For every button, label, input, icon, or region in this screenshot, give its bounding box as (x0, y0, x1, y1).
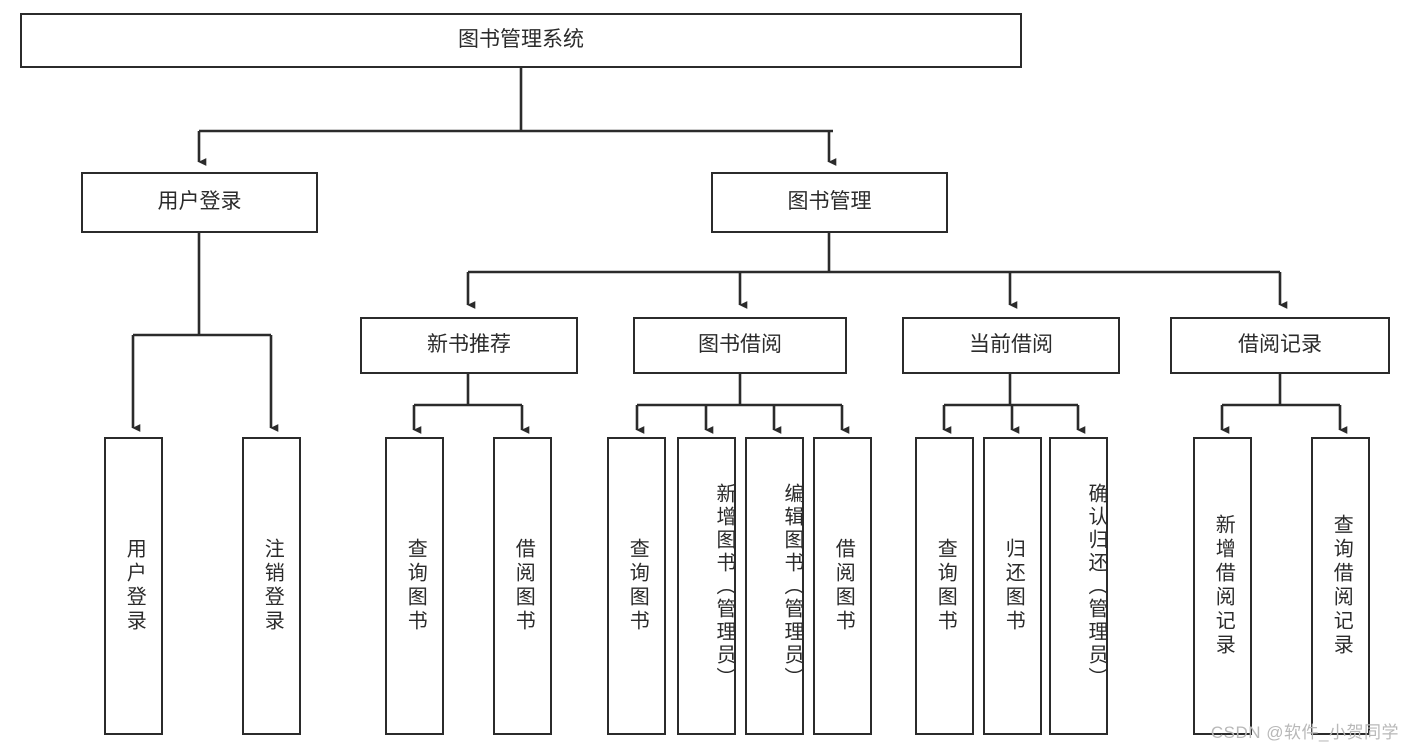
leaf-confirm-return-admin[interactable]: 确认归还（管理员） (1049, 437, 1108, 735)
leaf-query-book-recommend[interactable]: 查询图书 (385, 437, 444, 735)
leaf-borrow-book[interactable]: 借阅图书 (813, 437, 872, 735)
node-new-book-recommend[interactable]: 新书推荐 (360, 317, 578, 374)
node-book-management[interactable]: 图书管理 (711, 172, 948, 233)
leaf-query-borrow-record[interactable]: 查询借阅记录 (1311, 437, 1370, 735)
node-borrow-record[interactable]: 借阅记录 (1170, 317, 1390, 374)
node-current-borrow[interactable]: 当前借阅 (902, 317, 1120, 374)
leaf-add-book-admin[interactable]: 新增图书（管理员） (677, 437, 736, 735)
leaf-query-book-borrow[interactable]: 查询图书 (607, 437, 666, 735)
node-user-login[interactable]: 用户登录 (81, 172, 318, 233)
node-book-borrow[interactable]: 图书借阅 (633, 317, 847, 374)
leaf-add-borrow-record[interactable]: 新增借阅记录 (1193, 437, 1252, 735)
leaf-user-login[interactable]: 用户登录 (104, 437, 163, 735)
leaf-logout[interactable]: 注销登录 (242, 437, 301, 735)
leaf-return-book[interactable]: 归还图书 (983, 437, 1042, 735)
node-root-system[interactable]: 图书管理系统 (20, 13, 1022, 68)
leaf-borrow-book-recommend[interactable]: 借阅图书 (493, 437, 552, 735)
leaf-edit-book-admin[interactable]: 编辑图书（管理员） (745, 437, 804, 735)
leaf-query-book-current[interactable]: 查询图书 (915, 437, 974, 735)
